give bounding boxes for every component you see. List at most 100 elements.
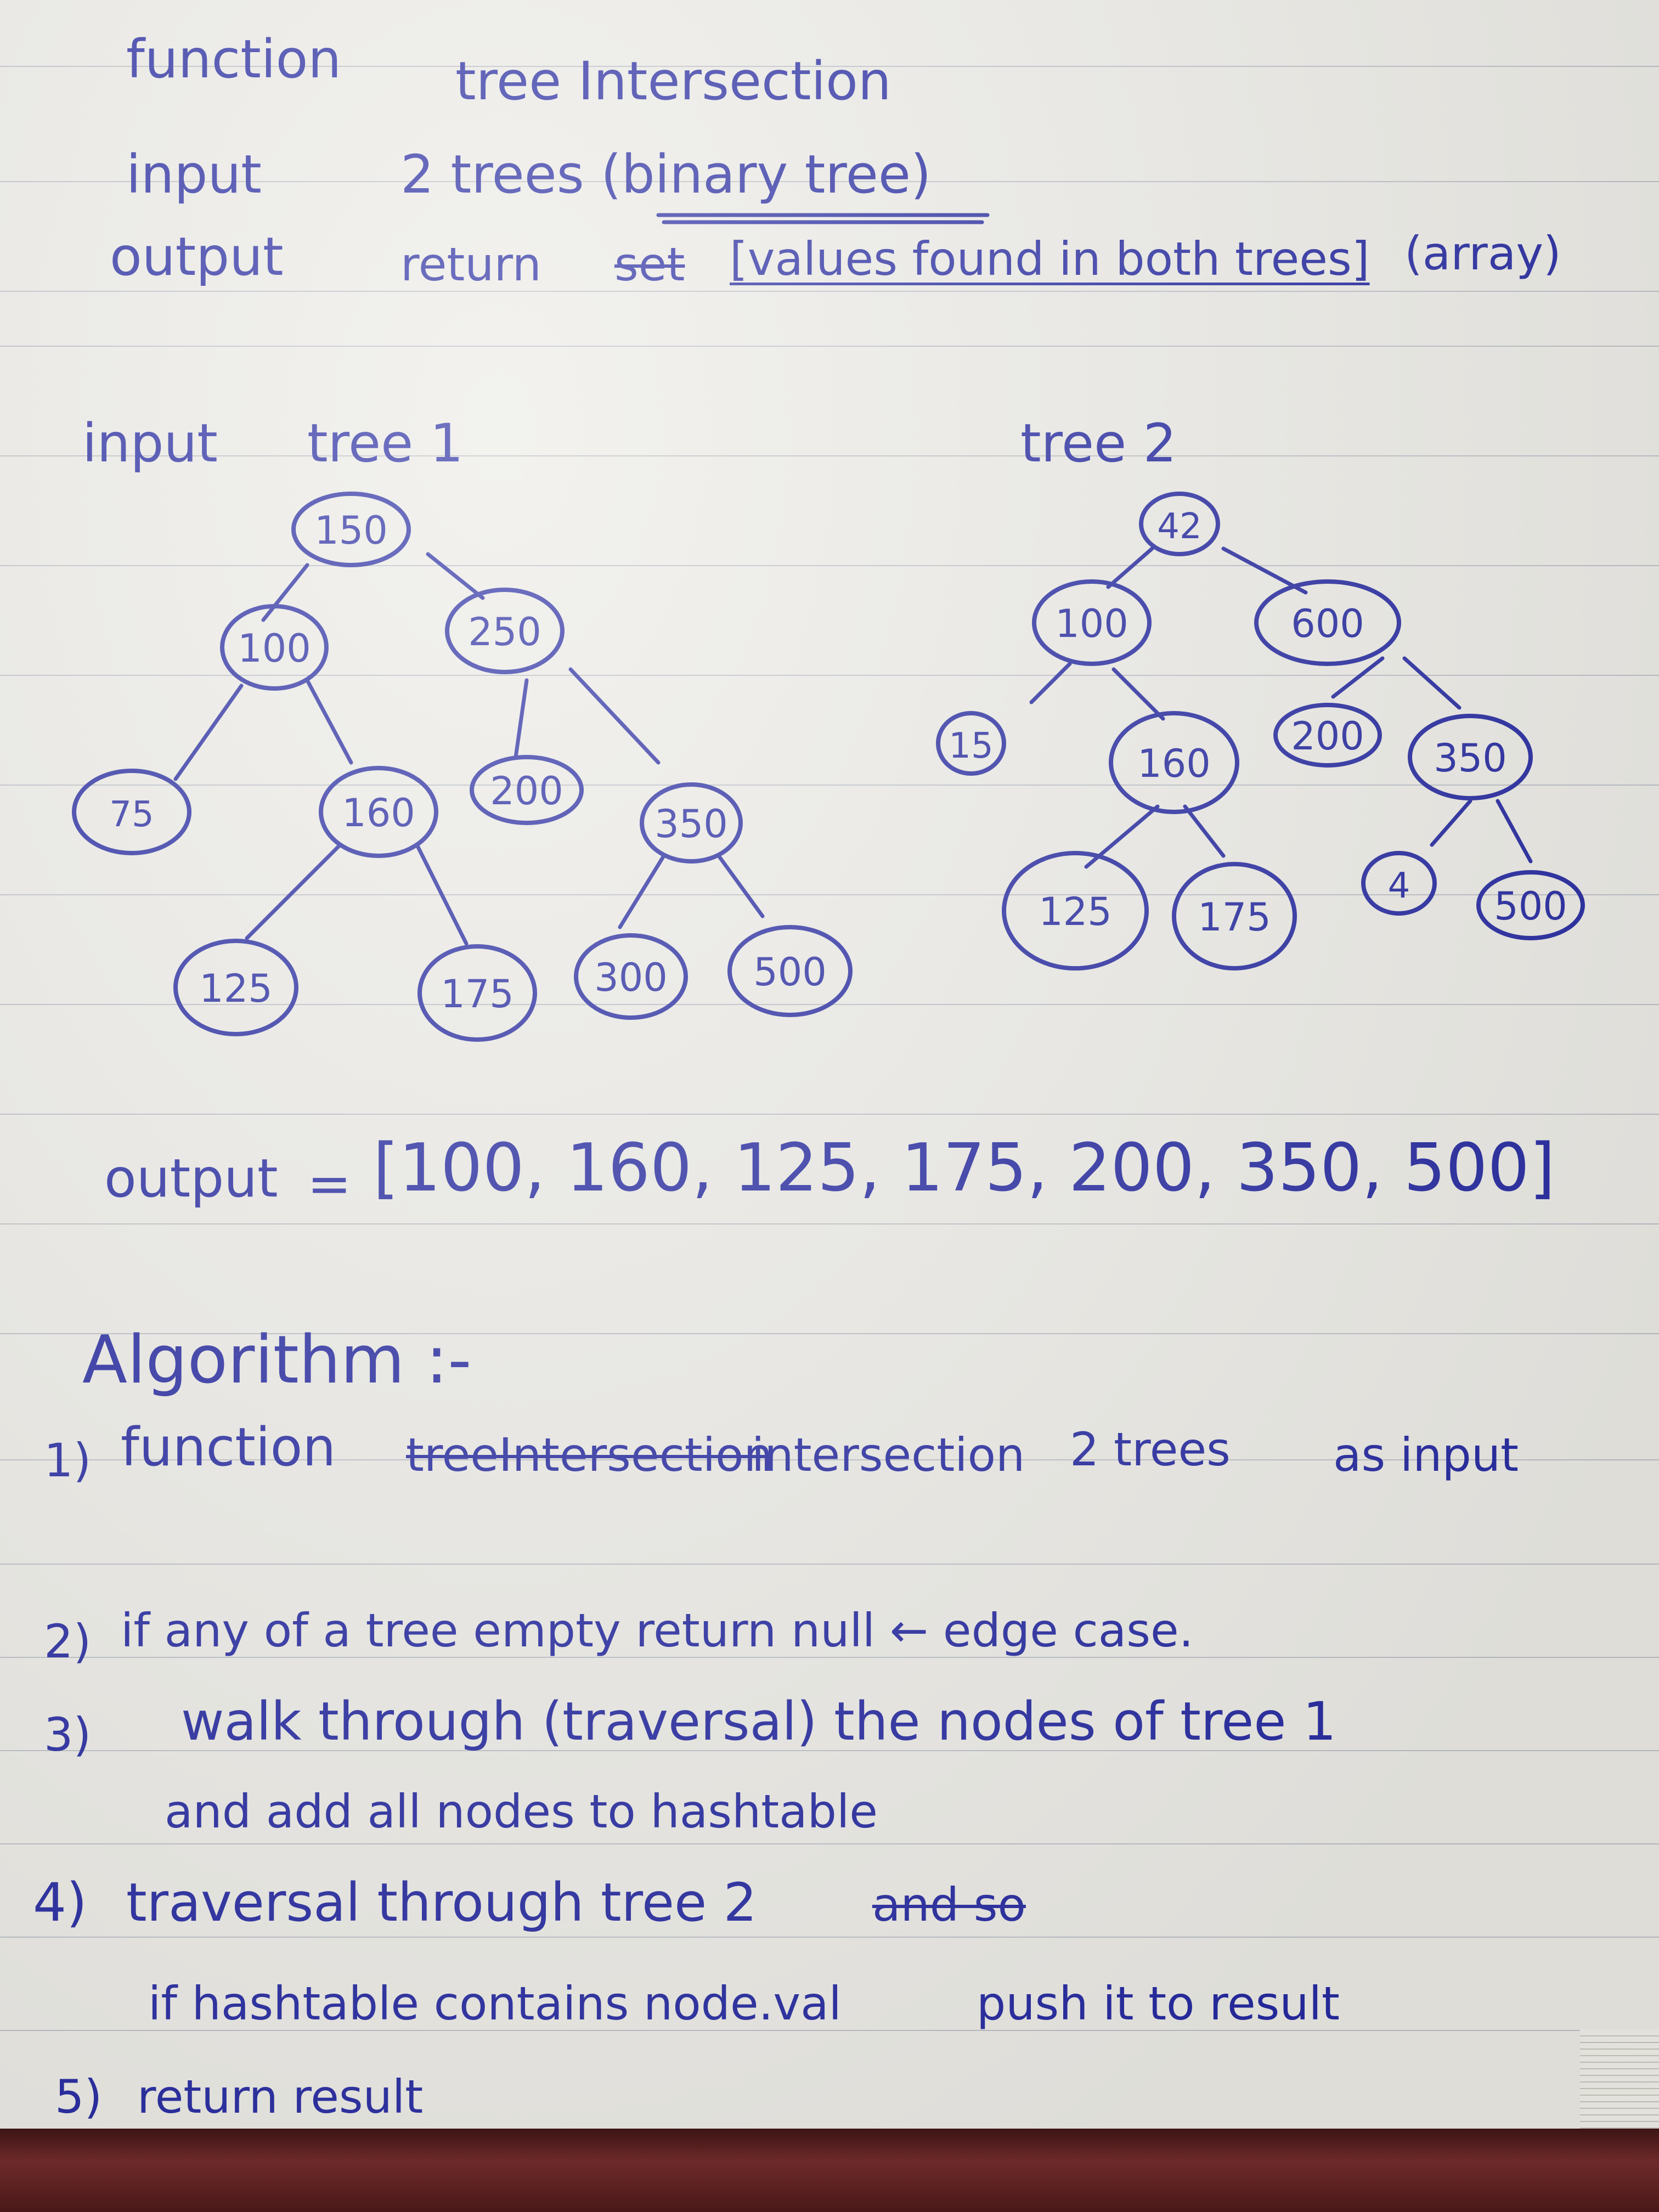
tree2-node-500: 500 (1494, 884, 1567, 929)
ruled-line (0, 1843, 1659, 1844)
table-surface (0, 2129, 1659, 2212)
tree1-label: tree 1 (307, 413, 464, 474)
tree2-node-ring (1109, 711, 1239, 814)
tree2-node-160: 160 (1137, 741, 1211, 786)
ruled-line (0, 291, 1659, 292)
ruled-line (0, 1564, 1659, 1565)
ruled-line (0, 1223, 1659, 1224)
step2-number: 2) (44, 1615, 92, 1668)
step5-text: return result (137, 2070, 424, 2124)
step4-text: traversal through tree 2 (126, 1872, 757, 1933)
tree1-edge (415, 843, 469, 946)
tree2-node-125: 125 (1039, 889, 1112, 934)
ruled-line (0, 2030, 1659, 2031)
tree1-node-ring (727, 925, 853, 1017)
tree1-node-300: 300 (594, 955, 668, 1000)
tree1-edge (305, 678, 353, 765)
ruled-line (0, 1750, 1659, 1751)
step1-intersection: intersection (752, 1428, 1025, 1482)
step4-action: push it to result (977, 1977, 1340, 2030)
tree1-node-ring (72, 769, 191, 855)
tree1-node-175: 175 (441, 972, 514, 1017)
example-input-label: input (82, 413, 218, 474)
tree1-node-75: 75 (109, 794, 154, 835)
ruled-line (0, 1937, 1659, 1938)
tree1-edge (716, 854, 765, 918)
tree1-edge (618, 854, 666, 929)
ruled-line (0, 785, 1659, 786)
notebook-page: function tree Intersection input 2 trees… (0, 0, 1659, 2129)
tree2-node-ring (1273, 703, 1382, 768)
step2-text: if any of a tree empty return null ← edg… (121, 1604, 1194, 1657)
output-value: [values found in both trees] (730, 232, 1370, 286)
tree1-node-100: 100 (238, 626, 311, 671)
ruled-line (0, 346, 1659, 347)
tree2-edge (1496, 799, 1533, 864)
tree2-edge (1331, 656, 1385, 699)
tree2-node-ring (1408, 714, 1533, 800)
step4-condition: if hashtable contains node.val (148, 1977, 842, 2030)
step4-number: 4) (33, 1872, 87, 1933)
tree1-node-ring (319, 766, 438, 858)
input-label: input (126, 144, 262, 205)
algorithm-title: Algorithm :- (82, 1322, 472, 1398)
function-label: function (126, 29, 342, 90)
input-value: 2 trees (binary tree) (400, 144, 932, 205)
tree1-node-350: 350 (654, 802, 728, 847)
ruled-line (0, 1333, 1659, 1334)
step5-number: 5) (55, 2070, 103, 2124)
step1-struck-word: treeIntersection (406, 1428, 773, 1482)
tree2-node-200: 200 (1291, 714, 1364, 759)
ruled-line (0, 181, 1659, 182)
tree1-node-150: 150 (314, 508, 388, 553)
tree2-node-4: 4 (1388, 866, 1410, 906)
function-value: tree Intersection (455, 50, 891, 112)
ruled-line (0, 1459, 1659, 1460)
output-struck-word: set (614, 238, 685, 291)
output-type: (array) (1404, 227, 1561, 280)
tree1-node-200: 200 (490, 769, 563, 814)
tree1-node-ring (173, 939, 298, 1036)
tree1-node-250: 250 (468, 610, 541, 654)
tree1-edge (426, 552, 485, 600)
ruled-line (0, 565, 1659, 566)
tree1-node-ring (445, 588, 565, 674)
tree2-node-ring (1361, 851, 1437, 916)
tree1-node-ring (220, 604, 329, 691)
ruled-line (0, 455, 1659, 456)
tree1-edge (245, 843, 342, 940)
tree1-node-ring (470, 755, 584, 825)
step3-number: 3) (44, 1708, 92, 1762)
tree2-node-175: 175 (1198, 895, 1271, 940)
step3-text: walk through (traversal) the nodes of tr… (181, 1691, 1336, 1752)
tree1-edge (514, 678, 529, 759)
tree2-edge (1183, 804, 1226, 858)
output-return: return (400, 238, 541, 291)
tree1-node-125: 125 (199, 966, 273, 1011)
ruled-line (0, 66, 1659, 67)
trees-diagram: 150 100 250 75 160 200 350 125 175 300 500 42 100 600… (72, 213, 1585, 1042)
tree2-node-100: 100 (1055, 601, 1128, 646)
tree2-edge (1430, 799, 1472, 847)
tree2-node-ring (1254, 579, 1401, 666)
tree2-node-15: 15 (949, 726, 993, 766)
tree2-label: tree 2 (1020, 413, 1177, 474)
tree2-edge (1402, 656, 1462, 710)
step1-number: 1) (44, 1434, 92, 1487)
tree2-node-42: 42 (1157, 506, 1201, 547)
tree2-edge (1111, 667, 1165, 721)
step1-two-trees: 2 trees (1070, 1423, 1231, 1476)
tree1-node-ring (640, 782, 743, 864)
tree1-node-ring (574, 933, 688, 1020)
ruled-line (0, 675, 1659, 676)
tree2-node-350: 350 (1434, 736, 1507, 781)
ruled-line (0, 894, 1659, 895)
tree2-node-ring (1172, 862, 1297, 970)
output-label: output (110, 226, 284, 287)
step3-continuation: and add all nodes to hashtable (165, 1785, 878, 1838)
ruled-line (0, 1657, 1659, 1658)
tree1-node-ring (417, 944, 537, 1042)
tree2-node-ring (936, 711, 1006, 776)
tree2-node-ring (1476, 870, 1585, 940)
tree2-node-600: 600 (1291, 601, 1364, 646)
